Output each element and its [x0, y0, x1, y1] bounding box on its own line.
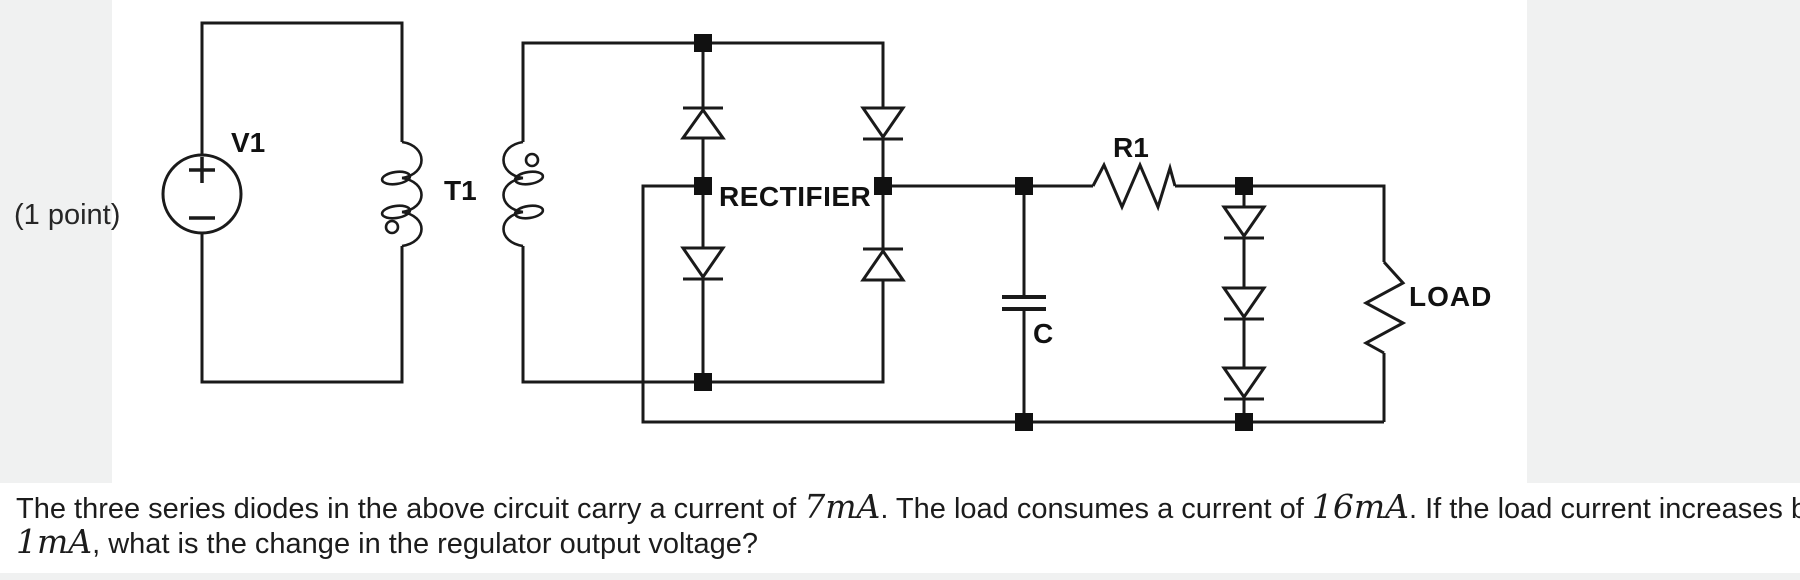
- circuit-diagram: V1 T1: [161, 21, 1492, 431]
- math-current-increase: 1mA: [16, 522, 93, 561]
- question-text-segment: . If the load current increases by: [1408, 493, 1800, 525]
- page-margin-right: [1527, 0, 1800, 483]
- positive-rail-wire: [1175, 184, 1386, 262]
- node-cap-top: [1015, 177, 1033, 195]
- bridge-diode-left-top-icon: [680, 106, 726, 140]
- node-diodes-top: [1235, 177, 1253, 195]
- page-margin-bottom: [0, 573, 1800, 580]
- filter-capacitor-c: C: [1002, 195, 1053, 413]
- load-label: LOAD: [1409, 281, 1492, 312]
- secondary-coil-icon: [502, 140, 545, 248]
- node-diodes-bottom: [1235, 413, 1253, 431]
- node-bridge-mid-right: [874, 177, 892, 195]
- points-label: (1 point): [14, 199, 121, 231]
- question-text-segment: , what is the change in the regulator ou…: [92, 528, 758, 560]
- capacitor-plates-icon: [1002, 295, 1046, 311]
- question-line-2: 1mA, what is the change in the regulator…: [16, 522, 1796, 561]
- secondary-phase-dot-icon: [524, 152, 540, 168]
- source-circle-icon: [161, 153, 243, 235]
- transformer-label: T1: [444, 175, 477, 206]
- voltage-source-v1: V1: [161, 127, 265, 235]
- junction-nodes: [694, 34, 1253, 431]
- resistor-label: R1: [1113, 132, 1149, 163]
- series-diodes: [1221, 195, 1267, 413]
- bridge-diode-right-bottom-icon: [860, 247, 906, 282]
- question-text-segment: . The load consumes a current of: [880, 493, 1312, 525]
- load-zigzag-icon: [1362, 260, 1407, 355]
- capacitor-label: C: [1033, 318, 1053, 349]
- rectifier-bridge: RECTIFIER: [680, 43, 906, 382]
- series-diode-1-icon: [1221, 205, 1267, 240]
- dc-output-wires: [641, 184, 1386, 424]
- source-label: V1: [231, 127, 265, 158]
- node-bridge-mid-left: [694, 177, 712, 195]
- primary-phase-dot-icon: [384, 219, 400, 235]
- question-line-1: The three series diodes in the above cir…: [16, 487, 1800, 526]
- question-text-segment: The three series diodes in the above cir…: [16, 493, 805, 525]
- load-resistor: LOAD: [1362, 260, 1492, 422]
- node-bridge-top: [694, 34, 712, 52]
- node-bridge-bottom: [694, 373, 712, 391]
- math-current-diodes: 7mA: [804, 487, 881, 526]
- node-cap-bottom: [1015, 413, 1033, 431]
- resistor-r1: R1: [1091, 132, 1177, 212]
- series-diode-3-icon: [1221, 366, 1267, 401]
- plus-sign-icon: [189, 157, 215, 183]
- bridge-diode-right-top-icon: [860, 106, 906, 141]
- series-diode-2-icon: [1221, 286, 1267, 321]
- rectifier-label: RECTIFIER: [719, 181, 871, 212]
- question-text: The three series diodes in the above cir…: [16, 487, 1800, 561]
- math-current-load: 16mA: [1311, 487, 1409, 526]
- resistor-zigzag-icon: [1091, 161, 1177, 212]
- page-margin-left: [0, 0, 112, 483]
- negative-rail-wire: [641, 184, 1384, 424]
- transformer-t1: T1: [380, 140, 545, 248]
- primary-coil-icon: [380, 140, 423, 248]
- primary-loop-wire: [200, 21, 404, 384]
- bridge-diode-left-bottom-icon: [680, 246, 726, 281]
